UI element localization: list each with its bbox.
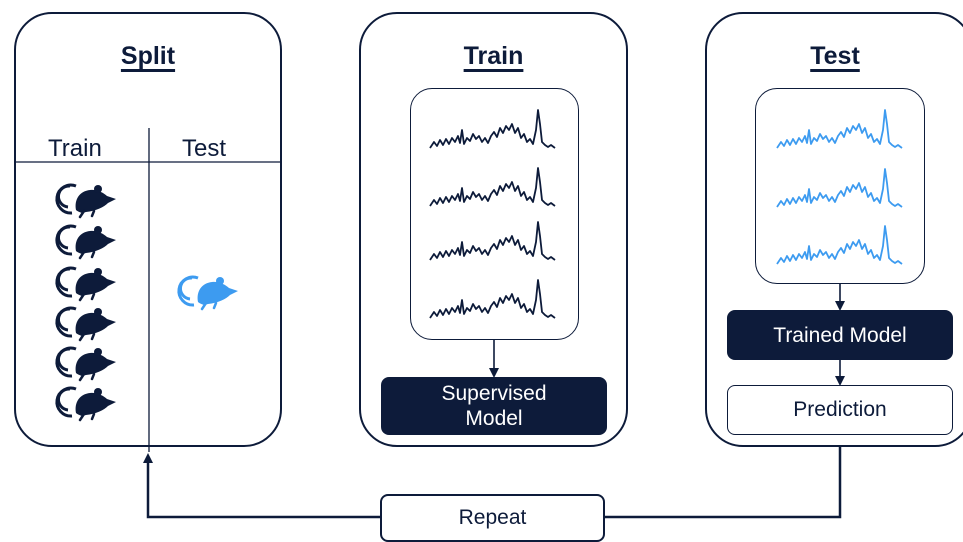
test-signal-box xyxy=(755,88,925,284)
train-signal-trace-3 xyxy=(429,221,556,261)
prediction-box: Prediction xyxy=(727,385,953,435)
repeat-loop-right-line xyxy=(604,447,842,519)
trained-model-label: Trained Model xyxy=(773,323,907,347)
test-title: Test xyxy=(810,42,860,70)
test-signal-trace-1 xyxy=(776,109,903,149)
train-signal-trace-4 xyxy=(429,279,556,319)
repeat-label: Repeat xyxy=(458,506,527,529)
repeat-loop-left-line xyxy=(143,453,380,519)
train-title: Train xyxy=(463,42,524,70)
split-panel: Split Train Test xyxy=(14,12,282,452)
split-test-label: Test xyxy=(182,135,227,162)
test-signal-trace-2 xyxy=(776,168,903,208)
split-title: Split xyxy=(120,42,176,70)
test-signal-trace-3 xyxy=(776,225,903,265)
train-signal-trace-1 xyxy=(429,109,556,149)
split-train-label: Train xyxy=(48,135,102,162)
split-grid xyxy=(14,128,282,452)
train-signal-box xyxy=(410,88,579,340)
trained-model-box: Trained Model xyxy=(727,310,953,360)
train-signal-trace-2 xyxy=(429,167,556,207)
supervised-model-label: Supervised Model xyxy=(441,382,547,430)
prediction-label: Prediction xyxy=(793,398,887,421)
supervised-model-box: Supervised Model xyxy=(381,377,607,435)
